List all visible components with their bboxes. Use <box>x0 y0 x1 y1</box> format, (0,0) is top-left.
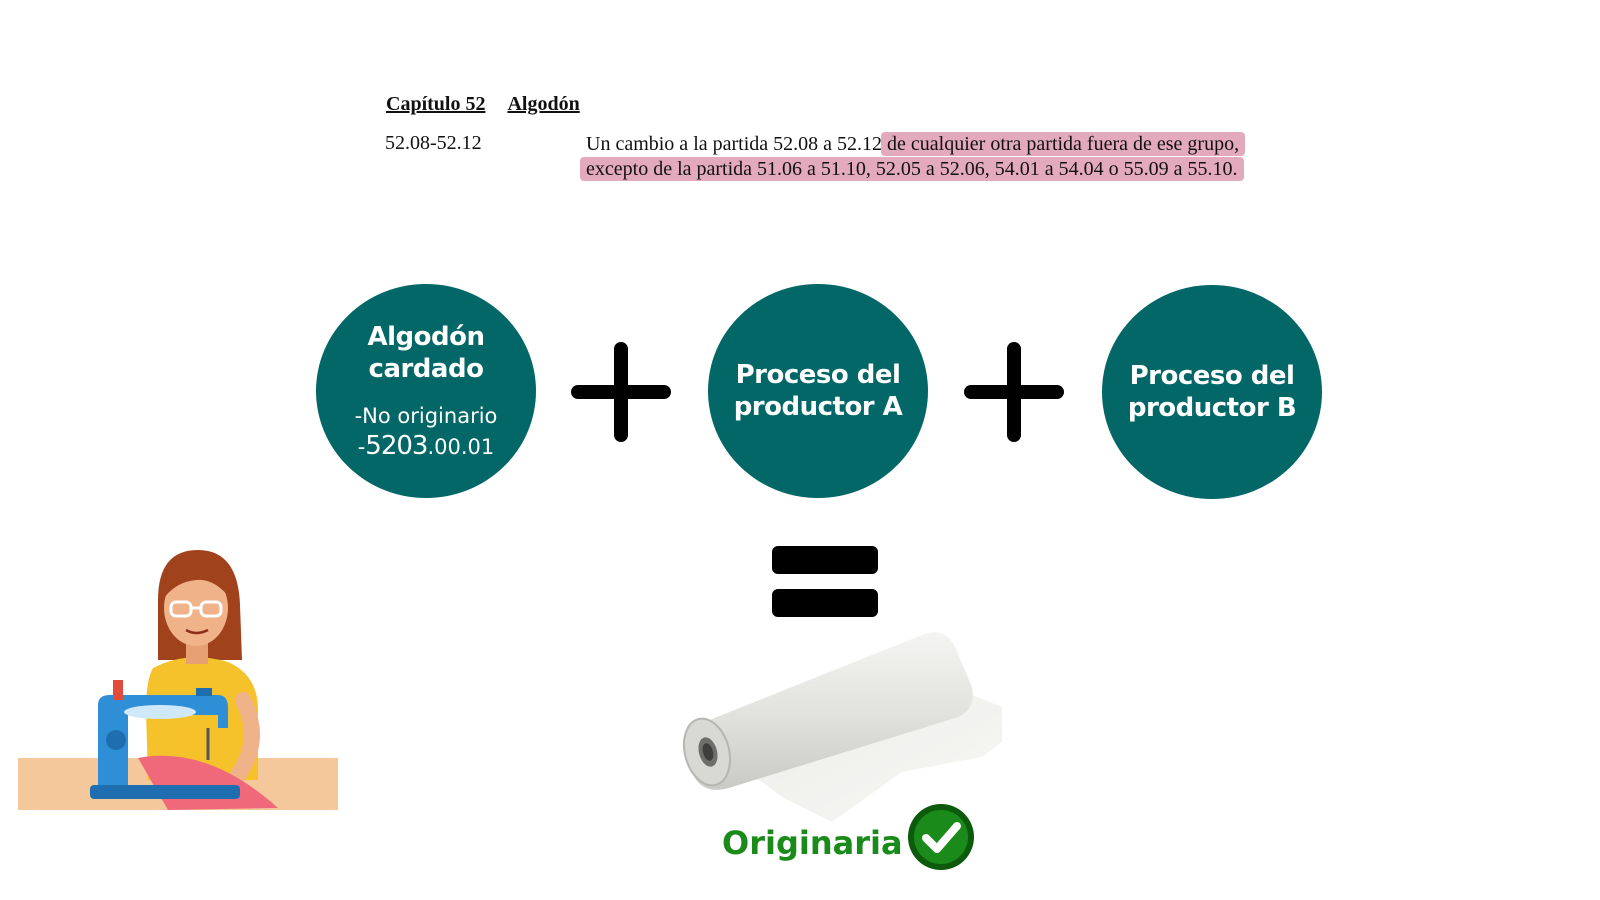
check-icon <box>908 804 974 870</box>
tariff-code: 52.08-52.12 <box>385 132 482 154</box>
origin-rule-text: Un cambio a la partida 52.08 a 52.12 de … <box>580 132 1276 182</box>
material-code: -5203.00.01 <box>355 431 498 462</box>
material-code-main: 5203 <box>365 430 428 461</box>
plus-icon <box>964 342 1064 442</box>
chapter-number: Capítulo 52 <box>386 93 486 115</box>
material-code-suffix: .00.01 <box>427 434 495 459</box>
input-material-circle: Algodón cardado -No originario -5203.00.… <box>316 284 536 498</box>
chapter-heading: Capítulo 52 Algodón <box>386 93 580 116</box>
process-a-label: Proceso del productor A <box>733 360 903 422</box>
material-title: Algodón cardado <box>367 321 486 384</box>
material-details: -No originario -5203.00.01 <box>355 401 498 462</box>
process-b-label: Proceso del productor B <box>1127 361 1297 423</box>
fabric-roll-image <box>682 632 1002 822</box>
process-b-circle: Proceso del productor B <box>1102 285 1322 499</box>
rule-highlighted-text: de cualquier otra partida fuera de ese g… <box>580 132 1246 181</box>
equals-icon-lower-bar <box>772 589 878 617</box>
process-a-circle: Proceso del productor A <box>708 284 928 498</box>
equals-icon <box>772 546 878 574</box>
material-status: -No originario <box>354 403 498 428</box>
result-label: Originaria <box>722 824 903 862</box>
plus-icon <box>571 342 671 442</box>
material-code-prefix: - <box>357 434 366 459</box>
chapter-name: Algodón <box>507 93 580 115</box>
seamstress-illustration <box>18 550 338 810</box>
rule-plain-text: Un cambio a la partida 52.08 a 52.12 <box>586 133 888 155</box>
